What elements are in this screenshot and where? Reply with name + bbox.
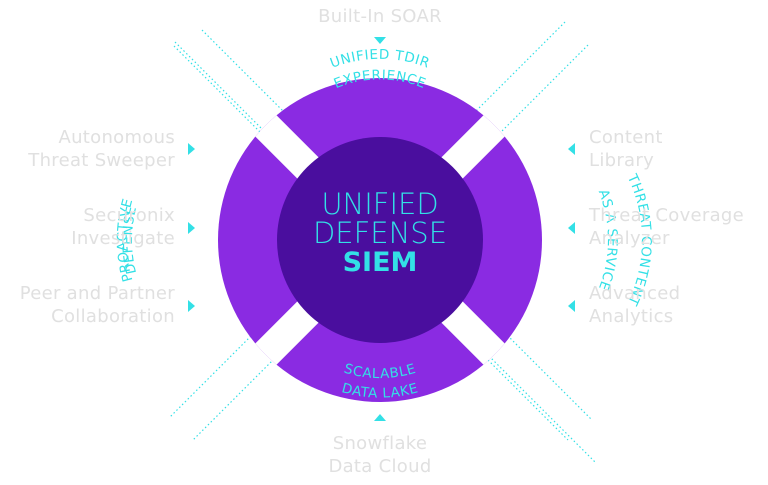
label-top: Built-In SOAR: [280, 5, 480, 28]
segment-bottom-label-2: DATA LAKE: [340, 380, 420, 401]
triangle-pointer-icon-top: [374, 37, 386, 44]
triangle-pointer-icon-right-3: [568, 300, 575, 312]
center-title: UNIFIED DEFENSE SIEM: [313, 187, 447, 278]
center-title-line-1: UNIFIED: [321, 187, 438, 221]
label-left-3-line-2: Collaboration: [51, 306, 175, 327]
pointers: [188, 37, 575, 421]
label-left-1-line-2: Threat Sweeper: [28, 150, 175, 171]
triangle-pointer-icon-left-1: [188, 143, 195, 155]
label-right-2: Threat Coverage Analyzer: [589, 204, 768, 250]
triangle-pointer-icon-right-1: [568, 143, 575, 155]
triangle-pointer-icon-left-3: [188, 300, 195, 312]
guide-line-diag-3: [169, 21, 566, 418]
label-right-2-line-1: Threat Coverage: [589, 205, 745, 226]
segment-left-label-1: PROACTIVE: [114, 197, 136, 284]
center-title-line-3: SIEM: [343, 247, 418, 278]
core-circle: [277, 137, 483, 343]
label-right-1-line-1: Content: [589, 127, 663, 148]
triangle-pointer-icon-right-2: [568, 222, 575, 234]
label-bottom-line-1: Snowflake: [332, 433, 428, 454]
label-left-2-line-1: Securonix: [83, 205, 175, 226]
guide-line-diag-4: [192, 44, 589, 441]
label-left-2: Securonix Investigate: [0, 204, 175, 250]
label-right-3-line-1: Advanced: [589, 283, 681, 304]
label-right-3: Advanced Analytics: [589, 282, 768, 328]
triangle-pointer-icon-bottom: [374, 414, 386, 421]
label-bottom-line-2: Data Cloud: [328, 456, 432, 477]
label-top-text: Built-In SOAR: [318, 6, 442, 27]
label-right-3-line-2: Analytics: [589, 306, 674, 327]
label-right-2-line-2: Analyzer: [589, 228, 670, 249]
label-bottom: Snowflake Data Cloud: [280, 432, 480, 478]
label-right-1: Content Library: [589, 126, 768, 172]
segment-bottom-label-1: SCALABLE: [342, 361, 418, 382]
label-left-3: Peer and Partner Collaboration: [0, 282, 175, 328]
center-title-line-2: DEFENSE: [313, 216, 447, 250]
label-right-1-line-2: Library: [589, 150, 655, 171]
triangle-pointer-icon-left-2: [188, 222, 195, 234]
segment-left-label-2: DEFENSE: [120, 204, 140, 275]
label-left-3-line-1: Peer and Partner: [19, 283, 175, 304]
label-left-2-line-2: Investigate: [71, 228, 175, 249]
label-left-1: Autonomous Threat Sweeper: [0, 126, 175, 172]
label-left-1-line-1: Autonomous: [58, 127, 175, 148]
guide-line-diag-1: [173, 45, 569, 441]
